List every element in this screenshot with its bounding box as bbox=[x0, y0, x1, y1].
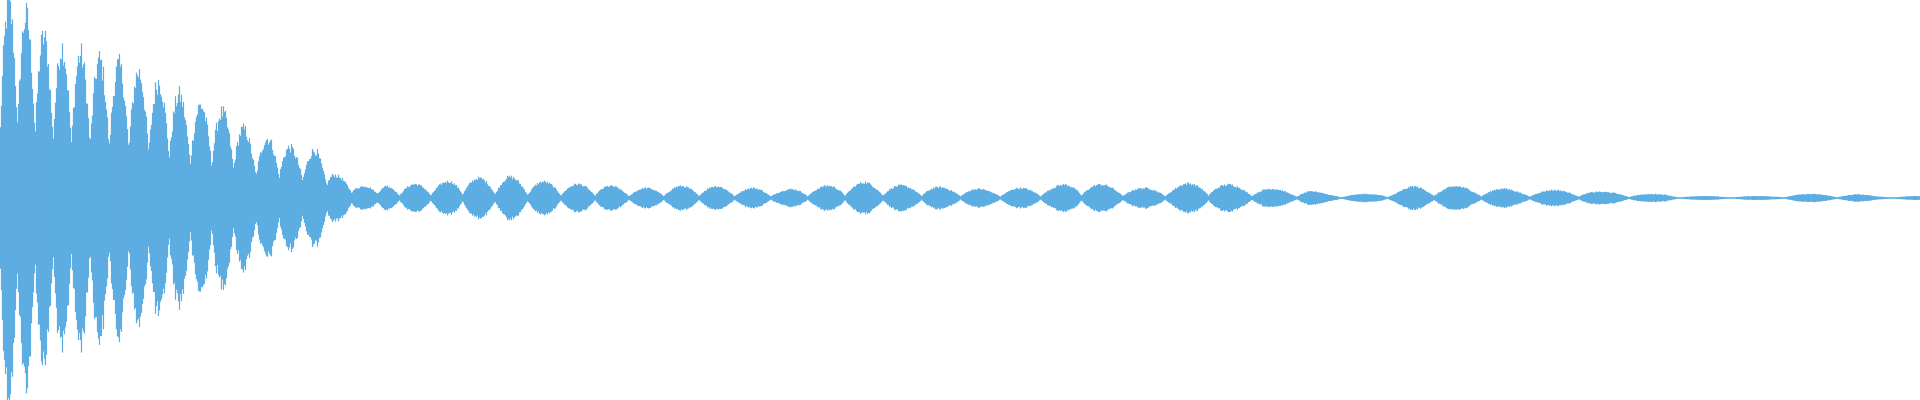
audio-waveform-view[interactable] bbox=[0, 0, 1920, 400]
waveform-peaks bbox=[0, 0, 1920, 400]
audio-waveform bbox=[0, 0, 1920, 400]
